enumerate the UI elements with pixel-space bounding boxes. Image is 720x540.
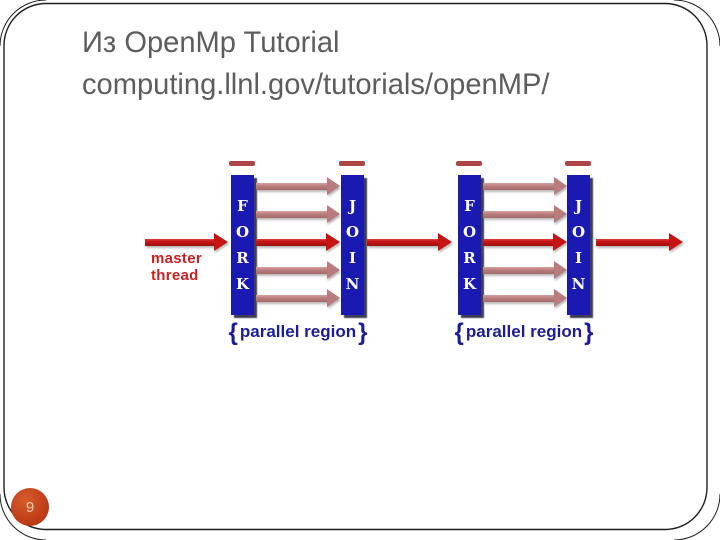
- master-thread-exit-arrow: [596, 233, 683, 251]
- arrow-head: [214, 233, 228, 251]
- fork-bar-label: FORK: [235, 197, 250, 293]
- corner-arc-bottom-right: [673, 493, 720, 540]
- slide-title: Из OpenMp Tutorial computing.llnl.gov/tu…: [82, 22, 549, 106]
- arrow-shaft: [256, 182, 327, 190]
- bar-cap-artifact: [229, 161, 255, 166]
- join-bar-label: JOIN: [571, 197, 586, 293]
- master-thread-arrow: [256, 233, 340, 251]
- slide-title-line1: Из OpenMp Tutorial: [82, 26, 340, 59]
- worker-thread-arrow: [483, 205, 567, 223]
- slide-title-line2: computing.llnl.gov/tutorials/openMP/: [82, 68, 550, 101]
- join-bar-2: JOIN: [567, 175, 590, 315]
- join-bar-1: JOIN: [341, 175, 364, 315]
- parallel-region-text: parallel region: [465, 322, 583, 341]
- arrow-head: [554, 261, 567, 279]
- arrow-head: [554, 205, 567, 223]
- master-thread-label-line1: master: [151, 250, 202, 267]
- arrow-shaft: [483, 266, 554, 274]
- arrow-head: [553, 233, 567, 251]
- arrow-head: [327, 261, 340, 279]
- master-thread-arrow: [483, 233, 567, 251]
- master-thread-label: master thread: [151, 250, 202, 284]
- arrow-shaft: [483, 294, 554, 302]
- worker-thread-arrow: [483, 289, 567, 307]
- arrow-head: [554, 177, 567, 195]
- brace-close: }: [584, 319, 594, 346]
- worker-thread-arrow: [483, 261, 567, 279]
- page-number-badge: 9: [11, 488, 49, 526]
- arrow-shaft: [145, 238, 214, 246]
- brace-open: {: [454, 319, 464, 346]
- parallel-region-label-2: {parallel region}: [414, 319, 634, 347]
- arrow-shaft: [256, 266, 327, 274]
- fork-bar-1: FORK: [231, 175, 254, 315]
- page-number: 9: [25, 498, 35, 516]
- arrow-head: [326, 233, 340, 251]
- arrow-shaft: [483, 182, 554, 190]
- corner-arc-top-right: [673, 0, 720, 47]
- arrow-shaft: [596, 238, 669, 246]
- parallel-region-text: parallel region: [239, 322, 357, 341]
- master-thread-label-line2: thread: [151, 267, 199, 284]
- join-bar-label: JOIN: [345, 197, 360, 293]
- arrow-head: [327, 205, 340, 223]
- bar-cap-artifact: [456, 161, 482, 166]
- arrow-head: [669, 233, 683, 251]
- bar-cap-artifact: [339, 161, 365, 166]
- fork-bar-label: FORK: [462, 197, 477, 293]
- worker-thread-arrow: [483, 177, 567, 195]
- master-thread-entry-arrow: [145, 233, 228, 251]
- arrow-head: [327, 289, 340, 307]
- arrow-shaft: [256, 238, 326, 246]
- arrow-head: [438, 233, 452, 251]
- worker-thread-arrow: [256, 205, 340, 223]
- arrow-shaft: [256, 294, 327, 302]
- bar-cap-artifact: [565, 161, 591, 166]
- worker-thread-arrow: [256, 289, 340, 307]
- master-thread-connector-arrow: [367, 233, 452, 251]
- arrow-shaft: [483, 238, 553, 246]
- fork-bar-2: FORK: [458, 175, 481, 315]
- corner-arc-top-left: [0, 0, 47, 47]
- arrow-head: [554, 289, 567, 307]
- arrow-shaft: [256, 210, 327, 218]
- arrow-shaft: [483, 210, 554, 218]
- brace-open: {: [228, 319, 238, 346]
- worker-thread-arrow: [256, 177, 340, 195]
- worker-thread-arrow: [256, 261, 340, 279]
- arrow-head: [327, 177, 340, 195]
- arrow-shaft: [367, 238, 438, 246]
- parallel-region-label-1: {parallel region}: [188, 319, 408, 347]
- brace-close: }: [358, 319, 368, 346]
